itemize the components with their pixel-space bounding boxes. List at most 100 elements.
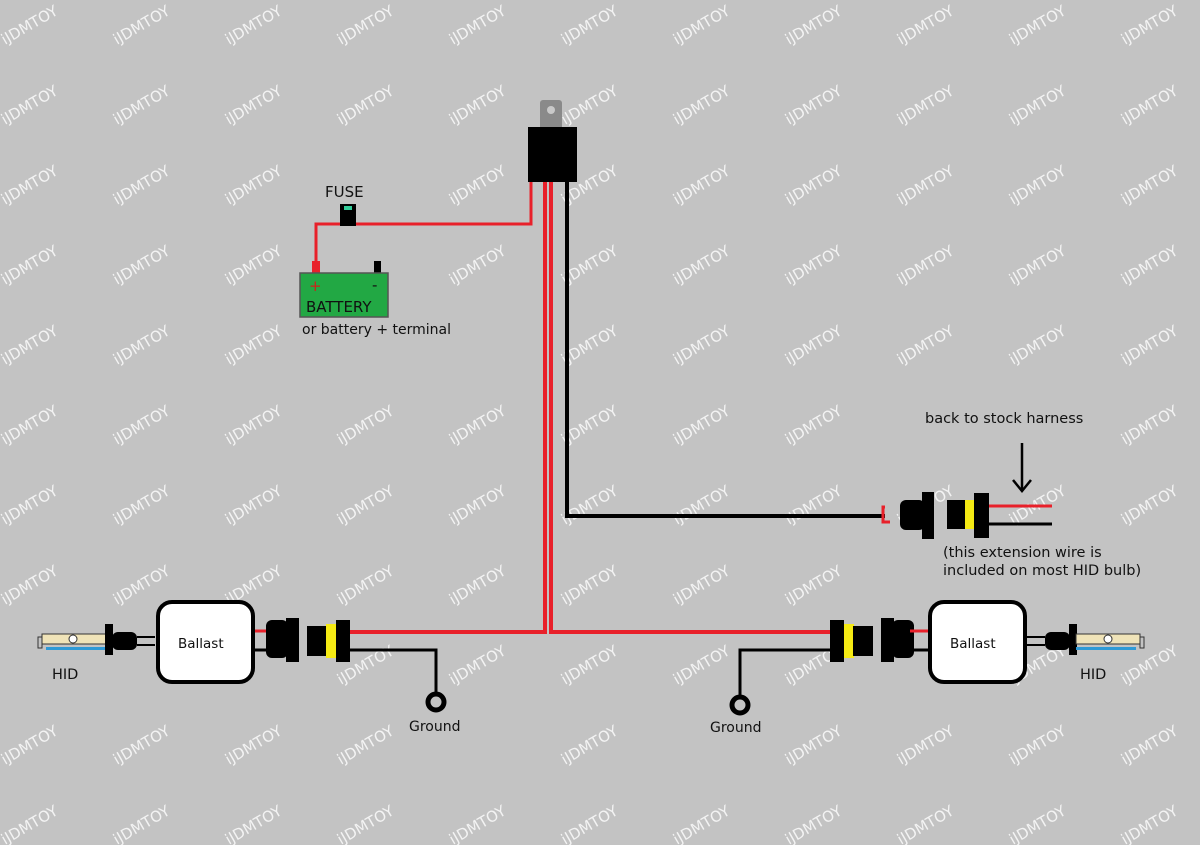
watermark-text: iJDMTOY [222, 241, 286, 288]
battery-label: BATTERY [306, 298, 372, 316]
watermark-text: iJDMTOY [110, 161, 174, 208]
right-hid-assembly: Ballast HID Ground [710, 600, 1145, 736]
ground-ring-left [425, 691, 447, 713]
watermark-text: iJDMTOY [558, 721, 622, 768]
watermark-text: iJDMTOY [1118, 401, 1182, 448]
watermark-text: iJDMTOY [782, 801, 846, 845]
battery-minus-sign: - [372, 276, 377, 294]
watermark-text: iJDMTOY [110, 81, 174, 128]
right-red-wire [549, 182, 830, 634]
watermark-text: iJDMTOY [446, 561, 510, 608]
ballast-left-label: Ballast [178, 636, 224, 652]
left-ballast-male-plug [266, 620, 288, 658]
watermark-text: iJDMTOY [334, 561, 398, 608]
watermark-text: iJDMTOY [1006, 81, 1070, 128]
stock-harness-connector [881, 492, 1052, 539]
battery-negative-terminal [374, 261, 381, 274]
watermark-text: iJDMTOY [110, 321, 174, 368]
ground-left-label: Ground [409, 719, 461, 735]
watermark-text: iJDMTOY [1118, 721, 1182, 768]
watermark-text: iJDMTOY [670, 641, 734, 688]
battery-body [299, 272, 389, 318]
right-ground-wire [738, 648, 830, 695]
watermark-text: iJDMTOY [334, 1, 398, 48]
battery-plus-sign: + [309, 277, 322, 295]
watermark-text: iJDMTOY [1118, 321, 1182, 368]
ballast-left [156, 600, 255, 684]
watermark-text: iJDMTOY [670, 161, 734, 208]
watermark-text: iJDMTOY [0, 561, 62, 608]
harness-yellow-seal [965, 500, 974, 529]
watermark-text: iJDMTOY [110, 401, 174, 448]
watermark-text: iJDMTOY [334, 721, 398, 768]
watermark-text: iJDMTOY [1006, 161, 1070, 208]
extension-note-line2: included on most HID bulb) [943, 563, 1141, 579]
watermark-text: iJDMTOY [894, 721, 958, 768]
watermark-text: iJDMTOY [1118, 801, 1182, 845]
fuse-power-wire [314, 182, 533, 262]
watermark-text: iJDMTOY [670, 561, 734, 608]
left-female-plug [307, 626, 327, 656]
watermark-text: iJDMTOY [0, 401, 62, 448]
watermark-text: iJDMTOY [1006, 321, 1070, 368]
watermark-text: iJDMTOY [110, 801, 174, 845]
watermark-text: iJDMTOY [222, 721, 286, 768]
right-female-plug [853, 626, 873, 656]
watermark-text: iJDMTOY [334, 801, 398, 845]
watermark-text: iJDMTOY [670, 1, 734, 48]
battery-note: or battery + terminal [302, 322, 451, 338]
watermark-text: iJDMTOY [222, 161, 286, 208]
harness-loop-red [881, 505, 890, 524]
relay-tab [540, 100, 562, 130]
watermark-text: iJDMTOY [558, 801, 622, 845]
extension-note-line1: (this extension wire is [943, 545, 1102, 561]
watermark-text: iJDMTOY [0, 241, 62, 288]
ballast-right [928, 600, 1027, 684]
watermark-text: iJDMTOY [110, 481, 174, 528]
watermark-text: iJDMTOY [110, 561, 174, 608]
fuse-label: FUSE [325, 183, 364, 201]
harness-female-plug [947, 500, 965, 529]
watermark-text: iJDMTOY [446, 641, 510, 688]
watermark-text: iJDMTOY [1006, 801, 1070, 845]
watermark-text: iJDMTOY [558, 81, 622, 128]
watermark-text: iJDMTOY [782, 1, 846, 48]
fuse-indicator [344, 206, 352, 210]
watermark-text: iJDMTOY [334, 481, 398, 528]
watermark-text: iJDMTOY [0, 1, 62, 48]
watermark-text: iJDMTOY [110, 1, 174, 48]
watermark-text: iJDMTOY [0, 721, 62, 768]
watermark-text: iJDMTOY [894, 1, 958, 48]
watermark-text: iJDMTOY [1118, 241, 1182, 288]
watermark-text: iJDMTOY [0, 81, 62, 128]
watermark-text: iJDMTOY [894, 321, 958, 368]
watermark-text: iJDMTOY [446, 481, 510, 528]
harness-male-flange [922, 492, 934, 539]
down-arrow-icon [1012, 443, 1032, 493]
battery: + - BATTERY [299, 261, 389, 318]
watermark-text: iJDMTOY [222, 481, 286, 528]
watermark-text: iJDMTOY [558, 1, 622, 48]
battery-positive-terminal [312, 261, 320, 274]
watermark-text: iJDMTOY [222, 1, 286, 48]
left-red-wire [350, 182, 547, 634]
watermark-text: iJDMTOY [446, 401, 510, 448]
trigger-black-wire [565, 182, 885, 518]
watermark-text: iJDMTOY [782, 81, 846, 128]
watermark-text: iJDMTOY [446, 81, 510, 128]
watermark-text: iJDMTOY [782, 561, 846, 608]
left-hid-assembly: HID Ballast Ground [37, 600, 461, 735]
watermark-text: iJDMTOY [782, 321, 846, 368]
watermark-text: iJDMTOY [222, 81, 286, 128]
watermark-text: iJDMTOY [782, 721, 846, 768]
watermark-text: iJDMTOY [782, 161, 846, 208]
watermark-text: iJDMTOY [782, 401, 846, 448]
watermark-text: iJDMTOY [894, 161, 958, 208]
watermark-text: iJDMTOY [1118, 481, 1182, 528]
watermark-text: iJDMTOY [1118, 81, 1182, 128]
watermark-text: iJDMTOY [894, 241, 958, 288]
stock-harness-label: back to stock harness [925, 411, 1083, 427]
watermark-text: iJDMTOY [1006, 1, 1070, 48]
watermark-text: iJDMTOY [1006, 241, 1070, 288]
